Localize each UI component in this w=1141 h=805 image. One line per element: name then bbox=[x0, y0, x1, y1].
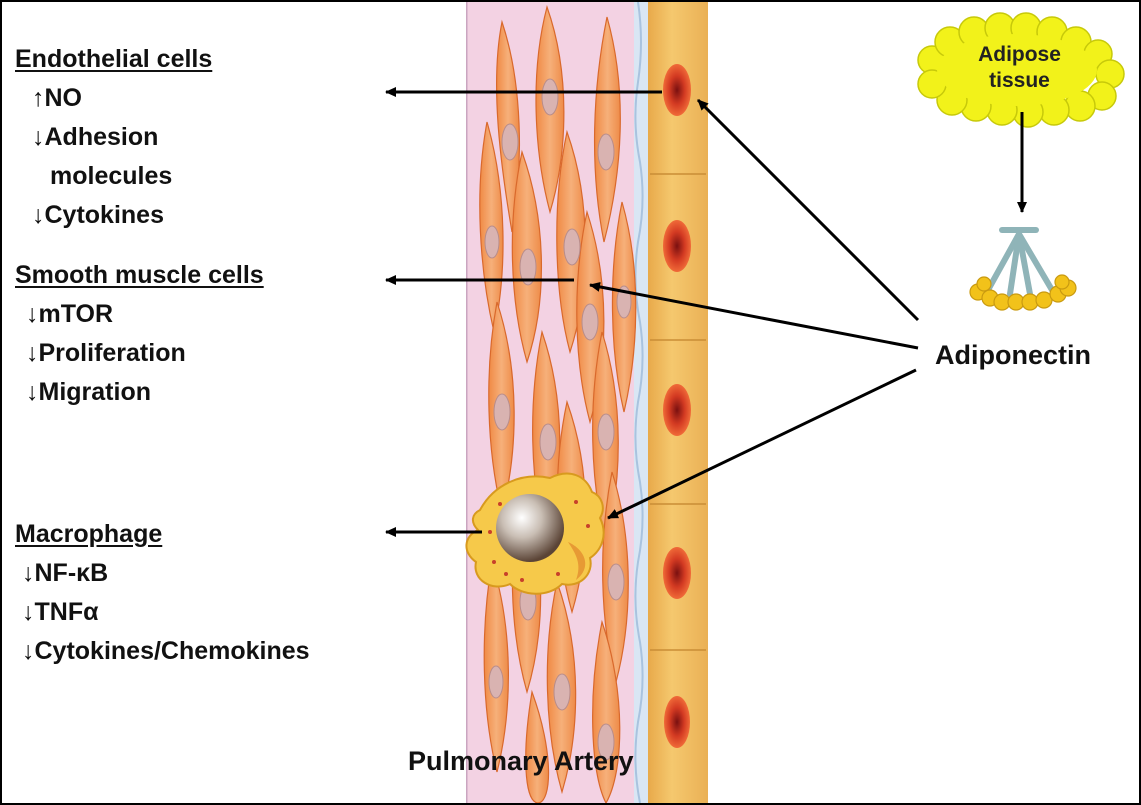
adipose-tissue-label: Adipose tissue bbox=[957, 42, 1082, 94]
adipose-label-line1: Adipose bbox=[957, 42, 1082, 68]
macrophage-item-cytokines-chemokines: ↓Cytokines/Chemokines bbox=[22, 637, 310, 666]
endothelial-item-adhesion: ↓Adhesion bbox=[32, 123, 158, 152]
endothelial-heading: Endothelial cells bbox=[15, 45, 212, 74]
endothelial-item-cytokines: ↓Cytokines bbox=[32, 201, 164, 230]
smooth-muscle-heading: Smooth muscle cells bbox=[15, 261, 264, 290]
macrophage-item-tnfa: ↓TNFα bbox=[22, 598, 98, 627]
endothelial-item-no: ↑NO bbox=[32, 84, 82, 113]
pulmonary-artery-label: Pulmonary Artery bbox=[408, 746, 634, 777]
smc-item-migration: ↓Migration bbox=[26, 378, 151, 407]
adiponectin-molecule bbox=[970, 230, 1076, 310]
macrophage-item-nfkb: ↓NF-κB bbox=[22, 559, 108, 588]
adipose-label-line2: tissue bbox=[957, 68, 1082, 94]
endothelial-item-molecules: molecules bbox=[50, 162, 172, 191]
macrophage-heading: Macrophage bbox=[15, 520, 162, 549]
smc-item-proliferation: ↓Proliferation bbox=[26, 339, 186, 368]
adiponectin-label: Adiponectin bbox=[935, 340, 1091, 371]
smc-item-mtor: ↓mTOR bbox=[26, 300, 113, 329]
arrow-adiponectin-to-endothelium bbox=[698, 100, 918, 320]
